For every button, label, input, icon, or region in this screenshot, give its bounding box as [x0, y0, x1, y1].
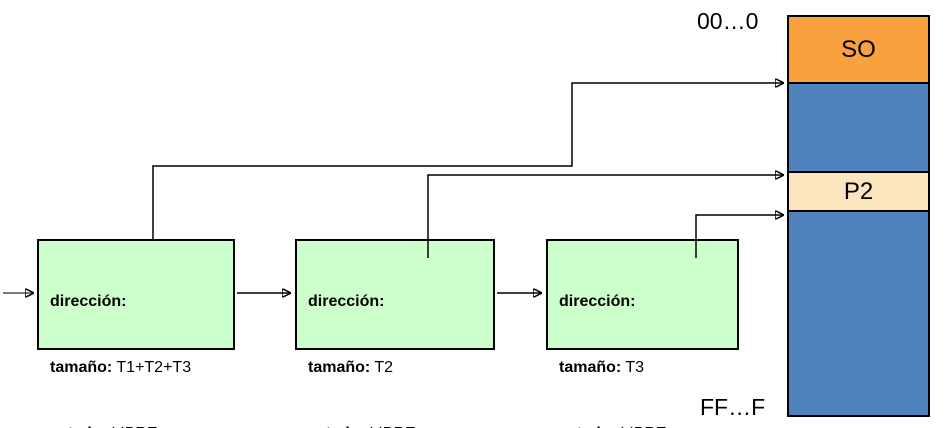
node-row-estado: estado: LIBRE — [50, 423, 233, 428]
memory-bottom-address-label: FF…F — [700, 394, 766, 420]
pointer-node1-to-memory — [152, 83, 783, 239]
memory-segment-p2: P2 — [789, 173, 928, 212]
memory-segment-so: SO — [789, 17, 928, 84]
free-list-node-3: dirección: tamaño: T3 estado: LIBRE proc… — [546, 239, 739, 428]
memory-column: SO P2 — [787, 15, 930, 417]
node-row-tamano: tamaño: T3 — [559, 359, 645, 376]
node-row-tamano: tamaño: T1+T2+T3 — [50, 359, 192, 376]
node-row-estado: estado: LIBRE — [308, 423, 493, 428]
node-row-direccion: dirección: — [50, 293, 127, 310]
free-list-node-1: dirección: tamaño: T1+T2+T3 estado: LIBR… — [37, 239, 235, 428]
node-row-estado: estado: LIBRE — [559, 423, 737, 428]
free-list-node-2: dirección: tamaño: T2 estado: LIBRE proc… — [295, 239, 495, 428]
node-row-direccion: dirección: — [308, 293, 385, 310]
node-row-direccion: dirección: — [559, 293, 636, 310]
memory-segment-block-1 — [789, 84, 928, 173]
memory-segment-so-label: SO — [841, 35, 876, 63]
memory-top-address-label: 00…0 — [697, 8, 759, 34]
memory-segment-block-2 — [789, 212, 928, 415]
memory-segment-p2-label: P2 — [843, 177, 874, 205]
node-row-tamano: tamaño: T2 — [308, 359, 394, 376]
